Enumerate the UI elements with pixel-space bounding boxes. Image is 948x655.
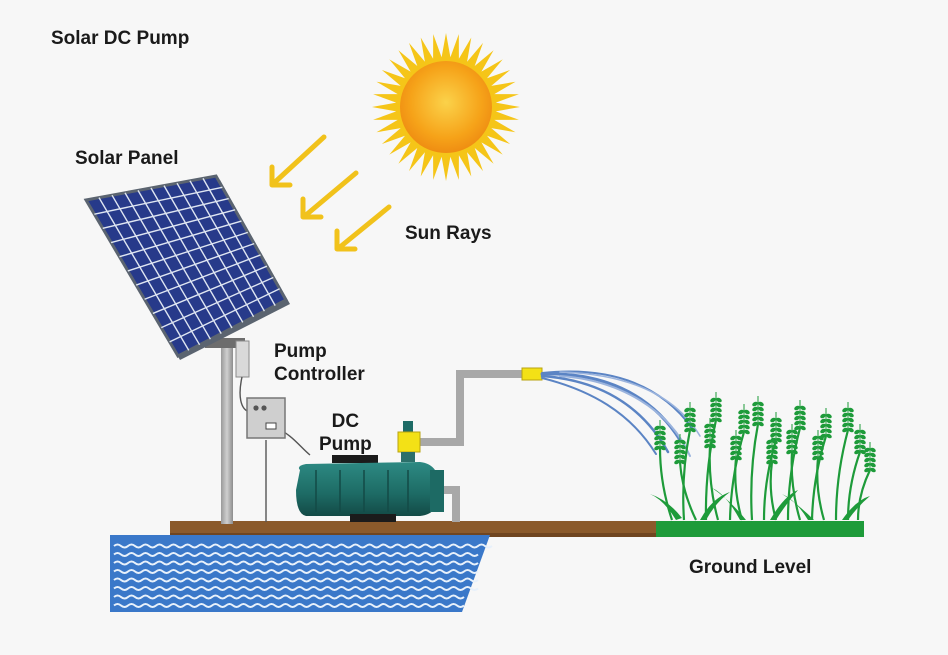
solar-panel-label: Solar Panel xyxy=(75,148,179,169)
panel-pole xyxy=(221,348,233,524)
pump-controller-label-line2: Controller xyxy=(274,364,365,385)
pump-controller-label-line1: Pump xyxy=(274,341,327,362)
sun-icon xyxy=(372,33,520,181)
wheat-plants-icon xyxy=(650,392,876,521)
dc-pump-label-line1: DC xyxy=(331,411,360,432)
ray-arrow-icon xyxy=(269,134,327,188)
dc-pump-icon xyxy=(296,421,444,522)
sun-ray-arrows xyxy=(269,134,392,252)
dc-pump-label: DC Pump xyxy=(319,410,372,456)
ray-arrow-icon xyxy=(334,204,392,252)
ray-arrow-icon xyxy=(300,170,359,220)
solar-panel-icon xyxy=(83,174,290,360)
water-pipes xyxy=(420,370,530,522)
ground-strip xyxy=(170,521,680,535)
dc-pump-label-line2: Pump xyxy=(319,434,372,455)
pump-controller-icon xyxy=(246,397,286,439)
sun-rays-label: Sun Rays xyxy=(405,223,492,244)
diagram-title: Solar DC Pump xyxy=(51,28,190,49)
pipe-nozzle xyxy=(521,367,543,381)
pump-controller-label: Pump Controller xyxy=(274,340,365,386)
water-well-icon xyxy=(110,535,493,612)
ground-level-label: Ground Level xyxy=(689,557,812,578)
junction-box xyxy=(235,340,250,378)
grass-strip xyxy=(656,521,864,537)
